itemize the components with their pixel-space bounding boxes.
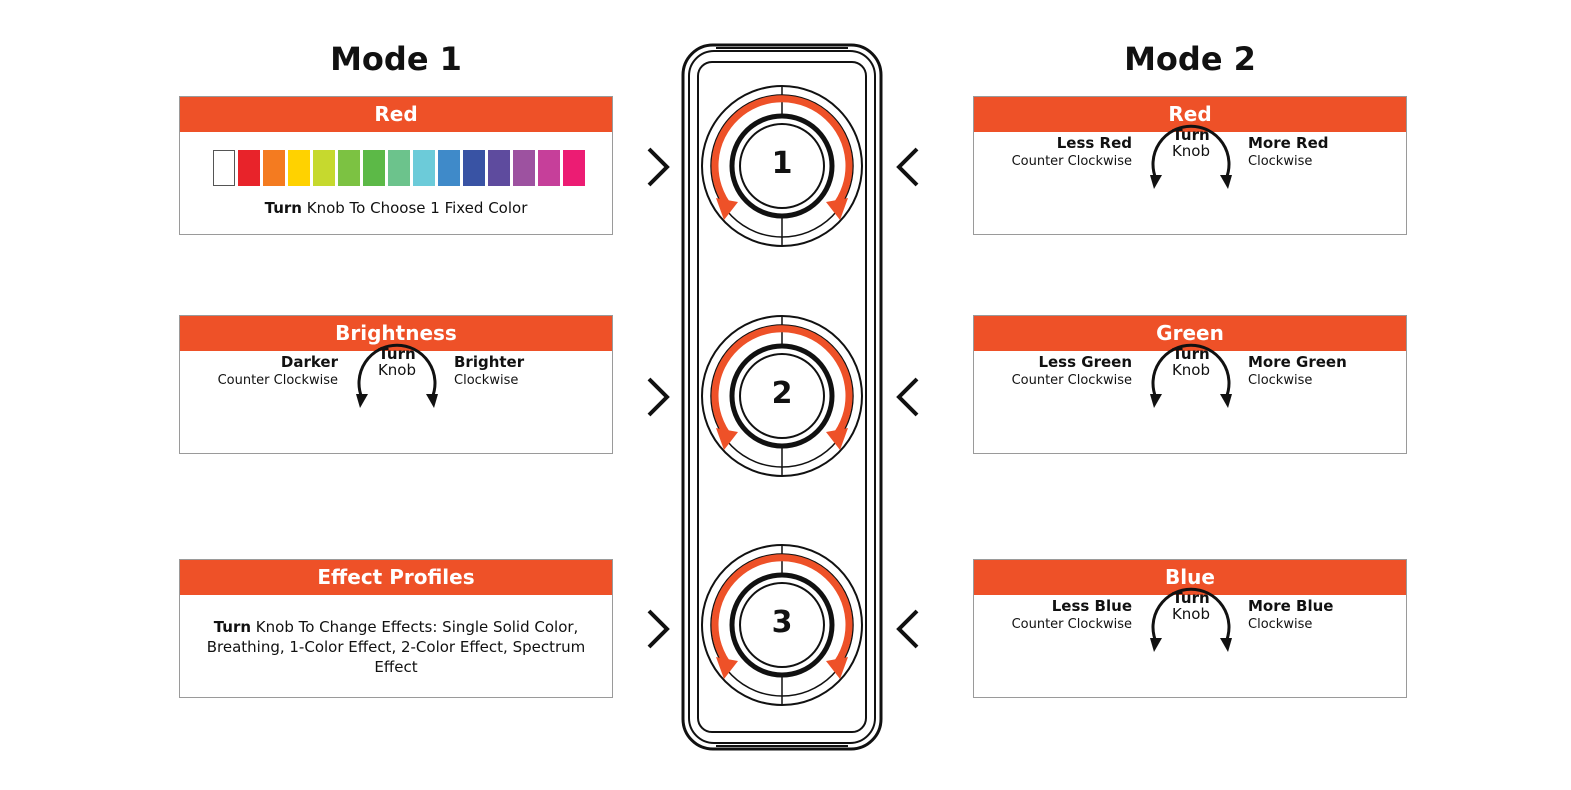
cw-label: Brighter Clockwise bbox=[454, 353, 525, 388]
mode1-red-card: Red Turn Knob To Choose 1 Fixed Color bbox=[179, 96, 613, 235]
chevron-left-icon bbox=[896, 609, 919, 649]
knob-3-label: 3 bbox=[771, 605, 793, 640]
color-swatch bbox=[438, 150, 460, 186]
color-swatch bbox=[463, 150, 485, 186]
rotate-arrows-icon bbox=[356, 343, 438, 408]
knob-2-label: 2 bbox=[771, 376, 793, 411]
mode1-effects-card: Effect Profiles Turn Knob To Change Effe… bbox=[179, 559, 613, 698]
mode-1-title: Mode 1 bbox=[330, 40, 462, 78]
cw-label: More Blue Clockwise bbox=[1248, 597, 1334, 632]
rotate-arrows-icon bbox=[1150, 124, 1232, 189]
color-swatch bbox=[513, 150, 535, 186]
cw-label: More Green Clockwise bbox=[1248, 353, 1347, 388]
color-swatch bbox=[263, 150, 285, 186]
color-swatch-strip bbox=[213, 150, 585, 186]
color-swatch bbox=[338, 150, 360, 186]
ccw-label: Less Red Counter Clockwise bbox=[1011, 134, 1132, 169]
color-swatch bbox=[388, 150, 410, 186]
card-header: Red bbox=[180, 97, 612, 132]
chevron-left-icon bbox=[896, 377, 919, 417]
color-swatch bbox=[313, 150, 335, 186]
rotate-arrows-icon bbox=[1150, 343, 1232, 408]
color-swatch bbox=[538, 150, 560, 186]
chevron-right-icon bbox=[647, 377, 670, 417]
color-swatch bbox=[413, 150, 435, 186]
mode1-brightness-card: Brightness Darker Counter Clockwise Turn… bbox=[179, 315, 613, 454]
card-header: Effect Profiles bbox=[180, 560, 612, 595]
rotate-arrows-icon bbox=[1150, 587, 1232, 652]
effects-description: Turn Knob To Change Effects: Single Soli… bbox=[206, 618, 586, 676]
cw-label: More Red Clockwise bbox=[1248, 134, 1329, 169]
color-swatch bbox=[488, 150, 510, 186]
color-swatch bbox=[563, 150, 585, 186]
mode-2-title: Mode 2 bbox=[1124, 40, 1256, 78]
color-swatch bbox=[213, 150, 235, 186]
ccw-label: Less Green Counter Clockwise bbox=[1011, 353, 1132, 388]
ccw-label: Less Blue Counter Clockwise bbox=[1011, 597, 1132, 632]
card-caption: Turn Knob To Choose 1 Fixed Color bbox=[264, 199, 528, 217]
knob-controller-device: 1 2 3 bbox=[680, 42, 884, 756]
color-swatch bbox=[363, 150, 385, 186]
ccw-label: Darker Counter Clockwise bbox=[217, 353, 338, 388]
chevron-left-icon bbox=[896, 147, 919, 187]
chevron-right-icon bbox=[647, 609, 670, 649]
color-swatch bbox=[288, 150, 310, 186]
color-swatch bbox=[238, 150, 260, 186]
device-outline bbox=[681, 43, 883, 751]
chevron-right-icon bbox=[647, 147, 670, 187]
knob-1-label: 1 bbox=[771, 146, 793, 181]
